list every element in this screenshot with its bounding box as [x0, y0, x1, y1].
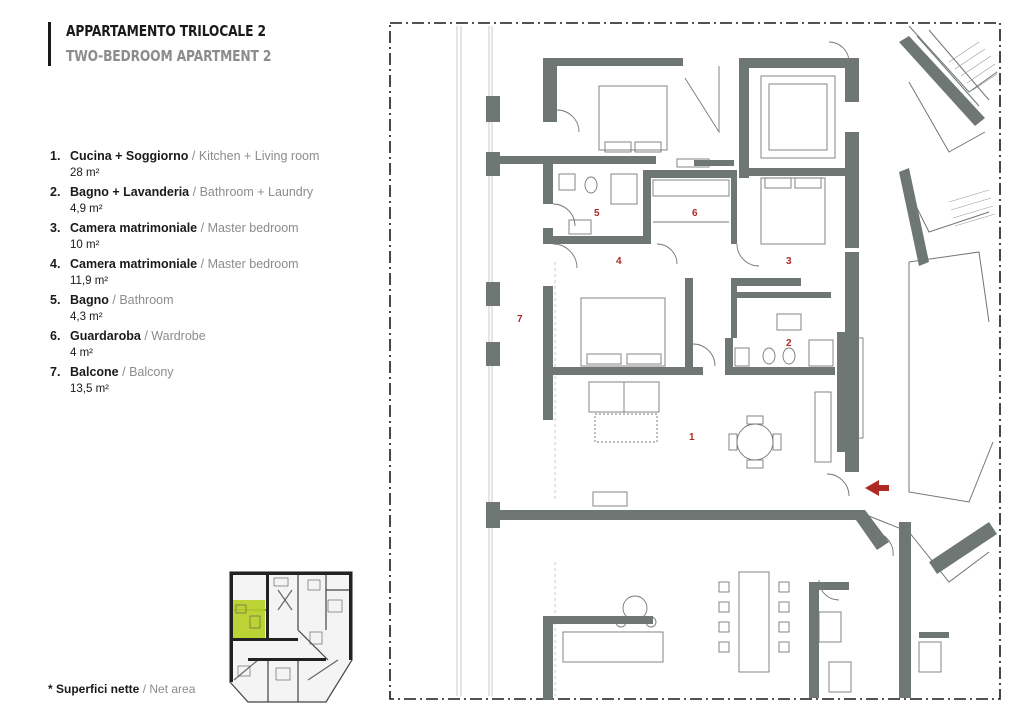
room-item: 2. Bagno + Lavanderia / Bathroom + Laundr…: [50, 184, 370, 217]
room-label-1: 1: [689, 432, 695, 443]
highlighted-unit: [231, 600, 265, 638]
room-area: 4 m²: [70, 347, 93, 359]
room-label-3: 3: [786, 256, 792, 267]
room-name-it: Balcone: [70, 365, 119, 379]
room-area: 10 m²: [70, 239, 100, 251]
room-separator: /: [118, 365, 130, 379]
room-name-it: Cucina + Soggiorno: [70, 149, 189, 163]
room-separator: /: [140, 329, 152, 343]
room-name-it: Camera matrimoniale: [70, 257, 198, 271]
room-area: 13,5 m²: [70, 383, 109, 395]
bed-top: [598, 85, 668, 151]
room-item: 5. Bagno / Bathroom 4,3 m²: [50, 292, 370, 325]
room-name-en: Kitchen + Living room: [198, 149, 320, 163]
room-name-en: Master bedroom: [207, 221, 299, 235]
room-separator: /: [189, 185, 200, 199]
room-label-2: 2: [786, 338, 792, 349]
room-separator: /: [197, 221, 208, 235]
stair-treads: [948, 41, 998, 227]
room-name-it: Bagno + Lavanderia: [70, 185, 190, 199]
floor-plan: 1 2 3 4 5 6 7: [389, 22, 1001, 700]
bed-room-3: [760, 177, 826, 245]
room-area: 4,3 m²: [70, 311, 103, 323]
room-item: 1. Cucina + Soggiorno / Kitchen + Living …: [50, 148, 370, 181]
room-label-6: 6: [692, 208, 698, 219]
room-number: 3.: [50, 221, 61, 235]
page-title: APPARTAMENTO TRILOCALE 2: [66, 22, 266, 40]
key-plan: [229, 571, 353, 703]
room-label-7: 7: [517, 314, 523, 325]
room-separator: /: [197, 257, 208, 271]
room-name-it: Bagno: [70, 293, 109, 307]
room-number: 7.: [50, 365, 61, 379]
walls: [486, 58, 949, 700]
room-separator: /: [188, 149, 199, 163]
room-item: 7. Balcone / Balcony 13,5 m²: [50, 364, 370, 397]
room-number: 1.: [50, 149, 61, 163]
footnote-separator: /: [139, 682, 150, 696]
room-number: 5.: [50, 293, 61, 307]
long-table: [738, 571, 770, 673]
room-label-5: 5: [594, 208, 600, 219]
stair-walls: [899, 36, 997, 574]
room-list: 1. Cucina + Soggiorno / Kitchen + Living …: [50, 148, 370, 400]
room-area: 11,9 m²: [70, 275, 109, 287]
furniture: [552, 41, 942, 693]
room-area: 4,9 m²: [70, 203, 103, 215]
room-name-en: Wardrobe: [151, 329, 206, 343]
room-item: 6. Guardaroba / Wardrobe 4 m²: [50, 328, 370, 361]
room-name-it: Camera matrimoniale: [70, 221, 198, 235]
room-name-it: Guardaroba: [70, 329, 141, 343]
room-area: 28 m²: [70, 167, 100, 179]
room-separator: /: [108, 293, 120, 307]
room-number: 6.: [50, 329, 61, 343]
footnote-en: Net area: [149, 682, 196, 696]
title-accent-bar: [48, 22, 51, 66]
room-label-4: 4: [616, 256, 622, 267]
room-item: 3. Camera matrimoniale / Master bedroom 1…: [50, 220, 370, 253]
room-name-en: Master bedroom: [207, 257, 299, 271]
bed-room-4: [580, 297, 666, 367]
room-name-en: Bathroom: [119, 293, 174, 307]
room-name-en: Bathroom + Laundry: [199, 185, 314, 199]
room-name-en: Balcony: [129, 365, 174, 379]
plan-border: [389, 22, 1001, 700]
dining-table: [736, 423, 774, 461]
page-subtitle: TWO-BEDROOM APARTMENT 2: [66, 47, 272, 65]
footnote: * Superfici nette / Net area: [48, 682, 195, 696]
room-number: 4.: [50, 257, 61, 271]
room-item: 4. Camera matrimoniale / Master bedroom 1…: [50, 256, 370, 289]
balcony-railing: [456, 26, 556, 696]
footnote-it: * Superfici nette: [48, 682, 140, 696]
entrance-arrow-icon: [865, 480, 889, 496]
room-number: 2.: [50, 185, 61, 199]
